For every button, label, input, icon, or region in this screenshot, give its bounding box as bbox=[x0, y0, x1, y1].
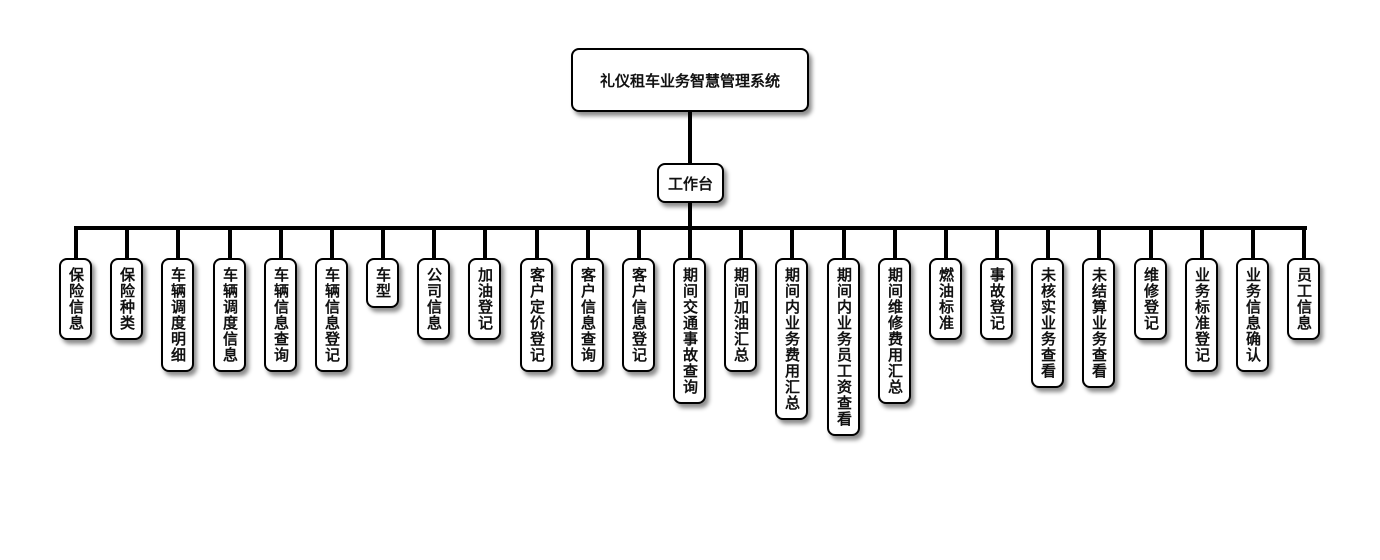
module-node[interactable]: 客户定价登记 bbox=[520, 258, 553, 372]
module-node[interactable]: 期间内业务费用汇总 bbox=[775, 258, 808, 420]
connector-root-to-workbench bbox=[688, 111, 692, 164]
module-node-label: 车辆信息登记 bbox=[323, 267, 341, 363]
workbench-node-label: 工作台 bbox=[667, 174, 713, 193]
root-node-label: 礼仪租车业务智慧管理系统 bbox=[599, 71, 780, 90]
workbench-node[interactable]: 工作台 bbox=[657, 163, 724, 203]
module-node[interactable]: 未核实业务查看 bbox=[1031, 258, 1064, 388]
module-node[interactable]: 业务标准登记 bbox=[1185, 258, 1218, 372]
module-node-label: 燃油标准 bbox=[937, 267, 955, 331]
module-node[interactable]: 保险种类 bbox=[110, 258, 143, 340]
module-node-label: 客户信息查询 bbox=[579, 267, 597, 363]
module-node[interactable]: 期间交通事故查询 bbox=[673, 258, 706, 404]
connector-module bbox=[688, 228, 692, 260]
connector-module bbox=[1302, 228, 1306, 260]
module-node-label: 车辆信息查询 bbox=[272, 267, 290, 363]
module-node[interactable]: 期间内业务员工资查看 bbox=[827, 258, 860, 436]
connector-module bbox=[739, 228, 743, 260]
connector-module bbox=[1200, 228, 1204, 260]
module-node[interactable]: 业务信息确认 bbox=[1236, 258, 1269, 372]
connector-module bbox=[637, 228, 641, 260]
connector-module bbox=[893, 228, 897, 260]
module-node[interactable]: 期间加油汇总 bbox=[724, 258, 757, 372]
module-node[interactable]: 客户信息登记 bbox=[622, 258, 655, 372]
module-node-label: 期间内业务员工资查看 bbox=[835, 267, 853, 427]
connector-module bbox=[842, 228, 846, 260]
module-node-label: 维修登记 bbox=[1142, 267, 1160, 331]
connector-module bbox=[995, 228, 999, 260]
module-node-label: 车辆调度明细 bbox=[169, 267, 187, 363]
module-node-label: 未核实业务查看 bbox=[1039, 267, 1057, 379]
connector-module bbox=[330, 228, 334, 260]
module-node-label: 员工信息 bbox=[1295, 267, 1313, 331]
connector-module bbox=[1251, 228, 1255, 260]
connector-module bbox=[279, 228, 283, 260]
module-node-label: 未结算业务查看 bbox=[1090, 267, 1108, 379]
module-node[interactable]: 保险信息 bbox=[59, 258, 92, 340]
connector-workbench-to-bus bbox=[688, 202, 692, 230]
connector-module bbox=[228, 228, 232, 260]
module-node[interactable]: 车辆信息登记 bbox=[315, 258, 348, 372]
module-node-label: 期间交通事故查询 bbox=[681, 267, 699, 395]
connector-module bbox=[381, 228, 385, 260]
module-node[interactable]: 客户信息查询 bbox=[571, 258, 604, 372]
module-node-label: 车型 bbox=[374, 267, 392, 299]
module-node[interactable]: 车辆调度明细 bbox=[161, 258, 194, 372]
module-node[interactable]: 车型 bbox=[366, 258, 399, 308]
connector-module bbox=[125, 228, 129, 260]
root-node[interactable]: 礼仪租车业务智慧管理系统 bbox=[571, 48, 809, 112]
module-node[interactable]: 期间维修费用汇总 bbox=[878, 258, 911, 404]
module-node-label: 保险信息 bbox=[67, 267, 85, 331]
module-node-label: 业务信息确认 bbox=[1244, 267, 1262, 363]
module-node-label: 客户信息登记 bbox=[630, 267, 648, 363]
connector-module bbox=[944, 228, 948, 260]
module-node[interactable]: 燃油标准 bbox=[929, 258, 962, 340]
module-node-label: 车辆调度信息 bbox=[221, 267, 239, 363]
module-node[interactable]: 加油登记 bbox=[468, 258, 501, 340]
connector-module bbox=[483, 228, 487, 260]
module-node-label: 加油登记 bbox=[476, 267, 494, 331]
connector-module bbox=[1149, 228, 1153, 260]
connector-module bbox=[586, 228, 590, 260]
module-node-label: 期间内业务费用汇总 bbox=[783, 267, 801, 411]
module-node-label: 公司信息 bbox=[425, 267, 443, 331]
module-node[interactable]: 车辆信息查询 bbox=[264, 258, 297, 372]
module-node-label: 事故登记 bbox=[988, 267, 1006, 331]
module-node[interactable]: 公司信息 bbox=[417, 258, 450, 340]
module-node-label: 客户定价登记 bbox=[528, 267, 546, 363]
connector-module bbox=[432, 228, 436, 260]
module-node[interactable]: 未结算业务查看 bbox=[1082, 258, 1115, 388]
connector-module bbox=[790, 228, 794, 260]
connector-module bbox=[1097, 228, 1101, 260]
module-node-label: 期间维修费用汇总 bbox=[886, 267, 904, 395]
module-node-label: 业务标准登记 bbox=[1193, 267, 1211, 363]
connector-module bbox=[535, 228, 539, 260]
module-node[interactable]: 维修登记 bbox=[1134, 258, 1167, 340]
connector-module bbox=[74, 228, 78, 260]
module-node-label: 保险种类 bbox=[118, 267, 136, 331]
connector-module bbox=[1046, 228, 1050, 260]
module-node[interactable]: 车辆调度信息 bbox=[213, 258, 246, 372]
module-node[interactable]: 员工信息 bbox=[1287, 258, 1320, 340]
module-node-label: 期间加油汇总 bbox=[732, 267, 750, 363]
module-node[interactable]: 事故登记 bbox=[980, 258, 1013, 340]
connector-module bbox=[176, 228, 180, 260]
